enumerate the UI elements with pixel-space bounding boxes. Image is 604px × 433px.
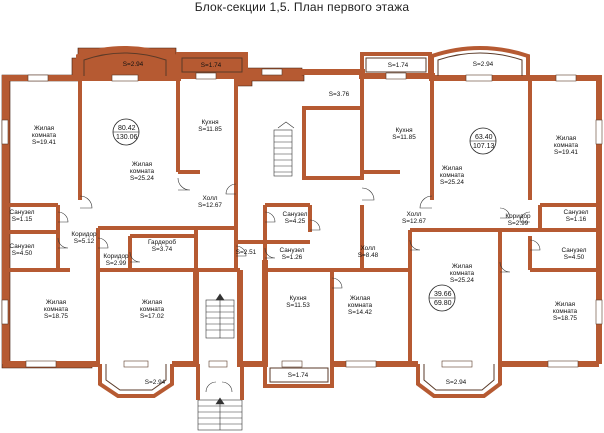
small-area-label: S=2.94 — [123, 61, 144, 68]
doors — [57, 177, 541, 393]
apartment-total-area: 130.06 — [116, 134, 138, 141]
outer-walls — [1, 47, 305, 369]
small-area-label: S=1.74 — [201, 62, 222, 69]
apartment-total-labels: 80.42 130.06 63.40 107.13 39.66 69.80 — [113, 125, 496, 307]
small-area-label: S=2.94 — [473, 61, 494, 68]
outer-wall-left-block — [1, 47, 305, 369]
small-area-label: S=2.94 — [145, 379, 166, 386]
apartment-living-area: 63.40 — [475, 134, 493, 141]
apartment-living-area: 39.66 — [434, 291, 452, 298]
small-area-label: S=1.74 — [388, 62, 409, 69]
windows — [1, 68, 603, 368]
small-area-label: S=2.51 — [236, 249, 257, 256]
small-area-label: S=2.94 — [446, 379, 467, 386]
apartment-living-area: 80.42 — [118, 125, 136, 132]
apartment-total-area: 69.80 — [434, 300, 452, 307]
balconies — [76, 46, 530, 398]
interior-walls — [5, 78, 599, 364]
small-area-label: S=1.74 — [288, 372, 309, 379]
plan-title: Блок-секции 1,5. План первого этажа — [194, 0, 410, 14]
apartment-total-area: 107.13 — [473, 143, 495, 150]
stairs — [196, 121, 295, 431]
small-area-label: S=3.76 — [329, 91, 350, 98]
